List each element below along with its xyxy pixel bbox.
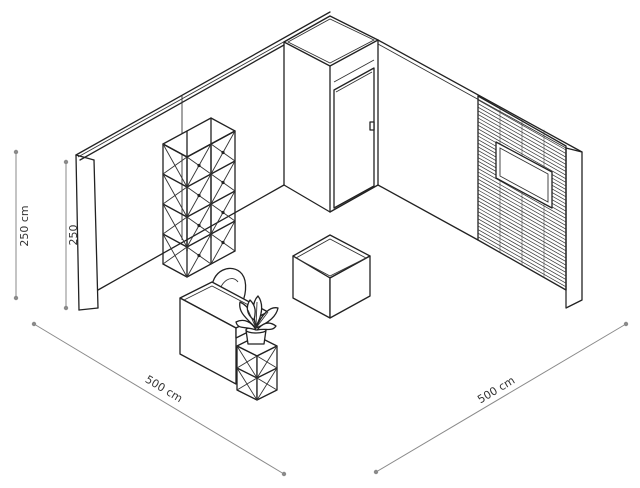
shelf-connector — [221, 210, 225, 215]
dimension-height-wall — [63, 159, 69, 311]
shelf-board — [162, 233, 188, 248]
shelf-brace — [162, 186, 188, 205]
dimension-width-left-label: 500 cm — [143, 373, 185, 405]
shelf-brace — [162, 216, 188, 235]
small-shelf-brace — [256, 345, 278, 379]
small-cube-shelf — [236, 335, 278, 401]
shelf-brace — [162, 246, 188, 265]
slat-wall-panel — [477, 99, 567, 288]
shelf-board — [162, 173, 188, 188]
small-shelf-board — [236, 367, 258, 379]
shelf-board — [162, 203, 188, 218]
shelf-connector — [221, 240, 225, 245]
display-screen — [495, 141, 553, 209]
shelf-connector — [221, 150, 225, 155]
shelf-board — [162, 263, 188, 278]
small-shelf-brace — [236, 377, 258, 391]
small-shelf-brace — [256, 367, 278, 401]
dimension-height-outer — [13, 149, 19, 301]
shelf-connector — [221, 180, 225, 185]
dimension-width-left — [31, 321, 287, 477]
shelf-brace — [162, 156, 188, 175]
small-shelf-brace — [236, 355, 258, 369]
dimension-width-right — [373, 321, 629, 475]
cube-seat — [292, 234, 371, 319]
plant-leaves — [235, 295, 279, 331]
small-shelf-board — [256, 367, 278, 379]
dimension-height-outer-label: 250 cm — [18, 205, 31, 246]
plant-pot — [245, 325, 267, 345]
shelf-connector — [197, 223, 201, 228]
cube-shelving-unit — [162, 117, 236, 278]
dimension-height-wall-label: 250 — [67, 225, 80, 246]
shelf-connector — [197, 253, 201, 258]
storage-room — [283, 15, 379, 213]
shelf-board — [162, 143, 188, 158]
right-wall — [377, 39, 583, 309]
shelf-connector — [197, 163, 201, 168]
shelf-connector — [197, 193, 201, 198]
left-wall — [75, 11, 331, 311]
